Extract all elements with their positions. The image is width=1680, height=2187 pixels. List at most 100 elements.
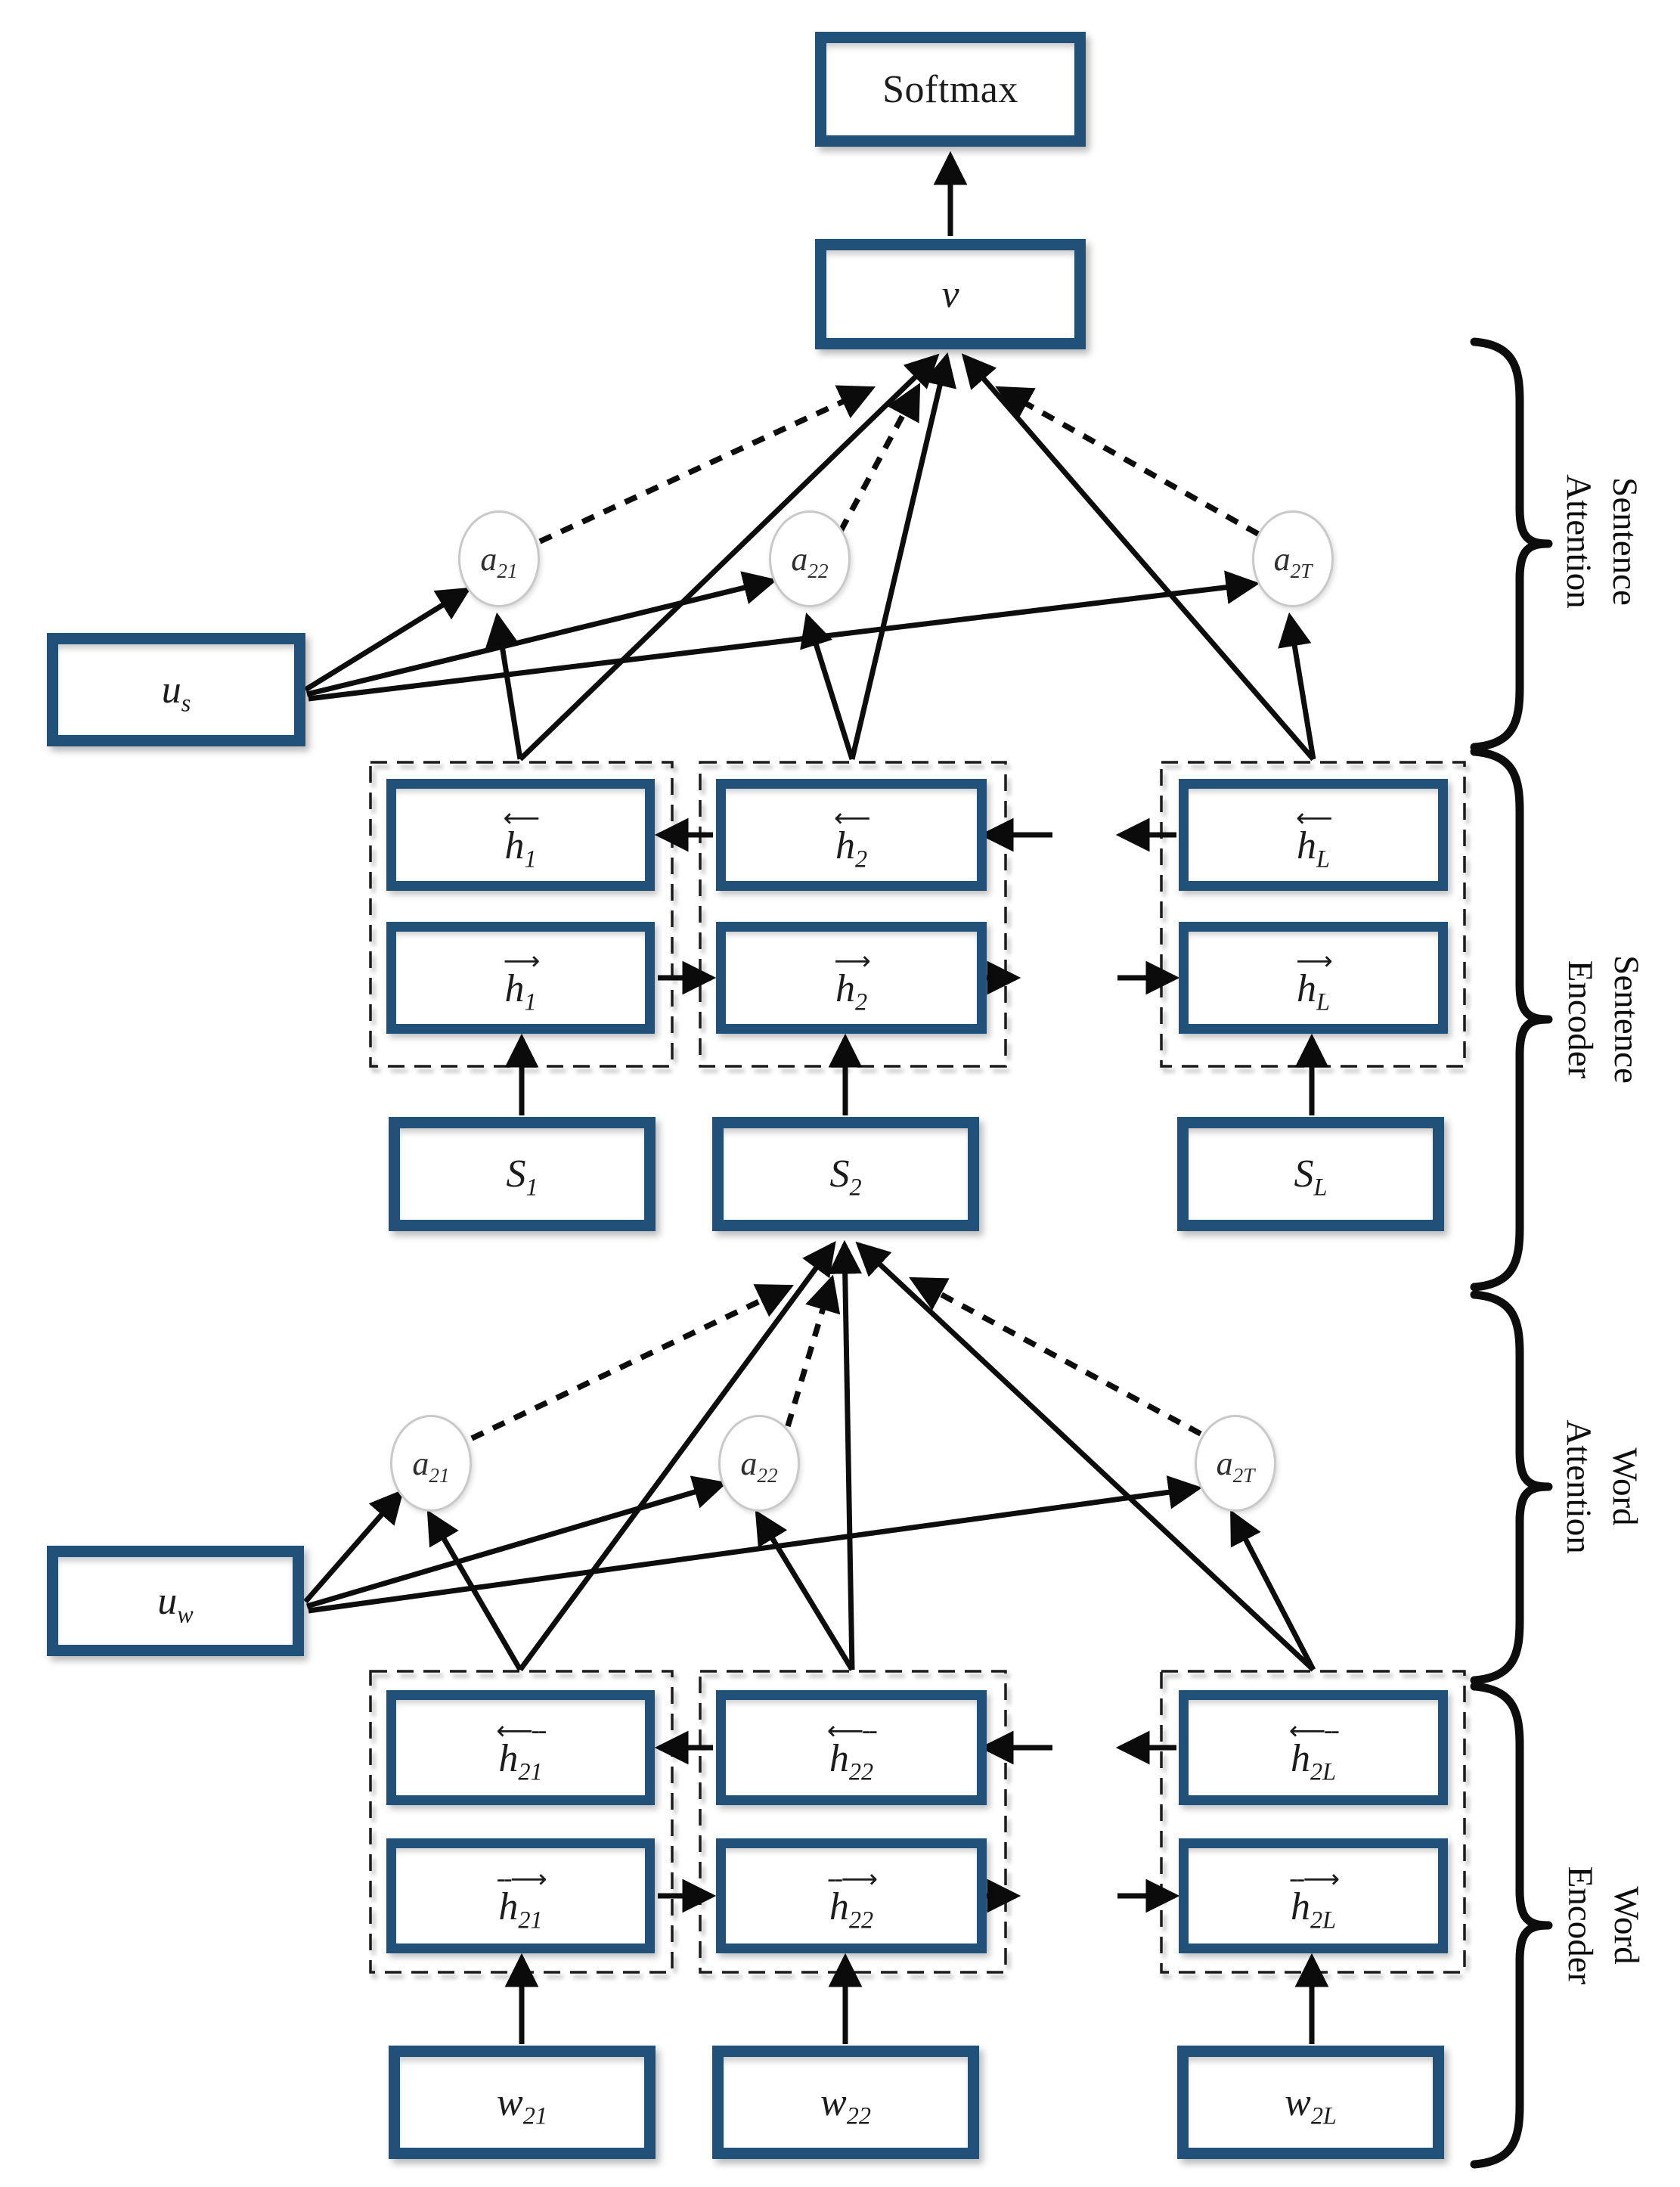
arrow-h1-v bbox=[518, 353, 940, 762]
word-context-vector-box: uw bbox=[47, 1546, 304, 1656]
w22-label: w22 bbox=[820, 2080, 871, 2129]
label-sentence-encoder: Sentence Encoder bbox=[1557, 955, 1649, 1084]
h21-forward-accent: --⟶ bbox=[496, 1864, 547, 1894]
arrow-h2L-a2T bbox=[1229, 1509, 1316, 1671]
label-sentence-attention-line1: Sentence bbox=[1605, 477, 1645, 606]
SL-label: SL bbox=[1294, 1152, 1328, 1201]
arrow-uw-a21 bbox=[303, 1489, 405, 1604]
label-sentence-attention: Sentence Attention bbox=[1555, 474, 1647, 609]
sentence-input-S2: S2 bbox=[712, 1117, 979, 1231]
h22-backward-box: ⟵--h22 bbox=[716, 1690, 987, 1805]
hL-backward-box: ⟵hL bbox=[1179, 779, 1448, 891]
w2L-label: w2L bbox=[1285, 2080, 1337, 2129]
word-a22-label: a22 bbox=[740, 1444, 778, 1487]
h21-forward-box: --⟶h21 bbox=[386, 1838, 655, 1953]
hL-forward-accent: ⟶ bbox=[1296, 946, 1333, 976]
arrow-hL-v bbox=[961, 353, 1316, 762]
hL-backward-accent: ⟵ bbox=[1296, 803, 1333, 833]
h22-backward-label: h22 bbox=[829, 1737, 874, 1785]
label-sentence-attention-line2: Attention bbox=[1559, 474, 1598, 609]
label-sentence-encoder-line1: Sentence bbox=[1607, 955, 1647, 1084]
label-word-encoder-line2: Encoder bbox=[1561, 1866, 1600, 1985]
h2-forward-label: h2 bbox=[835, 967, 868, 1016]
h22-forward-box: --⟶h22 bbox=[716, 1838, 987, 1953]
h1-backward-label: h1 bbox=[504, 824, 537, 873]
sentence-encoder-cell-L bbox=[1160, 761, 1466, 1068]
sentence-input-SL: SL bbox=[1177, 1117, 1444, 1231]
softmax-box: Softmax bbox=[815, 32, 1086, 147]
arrow-h2-a22 bbox=[800, 613, 855, 761]
a22-label: a22 bbox=[791, 540, 829, 582]
hL-forward-box: ⟶hL bbox=[1179, 922, 1448, 1034]
label-word-encoder-line1: Word bbox=[1607, 1886, 1647, 1965]
arrow-us-a22 bbox=[306, 571, 778, 697]
h1-forward-label: h1 bbox=[504, 967, 537, 1016]
label-word-attention-line1: Word bbox=[1605, 1447, 1645, 1526]
arrow-h22-a22 bbox=[755, 1509, 854, 1671]
arrow-h2L-S2 bbox=[855, 1241, 1316, 1672]
section-braces bbox=[1470, 337, 1553, 2169]
word-attention-circle-a22: a22 bbox=[718, 1415, 800, 1512]
brace-word-encoder bbox=[1470, 1682, 1553, 2169]
softmax-label: Softmax bbox=[882, 67, 1018, 111]
label-word-attention: Word Attention bbox=[1555, 1419, 1647, 1554]
sentence-attention-circle-a21: a21 bbox=[458, 510, 540, 607]
hL-backward-label: hL bbox=[1297, 824, 1330, 873]
label-sentence-encoder-line2: Encoder bbox=[1561, 960, 1600, 1079]
document-vector-box: v bbox=[815, 239, 1086, 349]
label-word-attention-line2: Attention bbox=[1559, 1419, 1598, 1554]
h21-backward-label: h21 bbox=[498, 1737, 543, 1785]
arrow-h21-a21 bbox=[426, 1509, 523, 1671]
h1-forward-accent: ⟶ bbox=[503, 946, 541, 976]
arrow-h1-a21 bbox=[485, 612, 523, 760]
arrow-us-a21 bbox=[304, 587, 472, 692]
document-vector-label: v bbox=[941, 272, 959, 316]
h22-forward-label: h22 bbox=[829, 1885, 874, 1934]
h21-forward-label: h21 bbox=[498, 1885, 543, 1934]
h22-forward-accent: --⟶ bbox=[826, 1864, 878, 1894]
a21-label: a21 bbox=[480, 540, 518, 582]
h2L-backward-box: ⟵--h2L bbox=[1179, 1690, 1448, 1805]
S1-label: S1 bbox=[506, 1152, 538, 1201]
h2-forward-box: ⟶h2 bbox=[716, 922, 987, 1034]
hL-forward-label: hL bbox=[1297, 967, 1330, 1016]
arrow-us-a2T bbox=[308, 570, 1260, 702]
h2-backward-label: h2 bbox=[835, 824, 868, 873]
h21-backward-accent: ⟵-- bbox=[496, 1716, 547, 1746]
brace-sentence-attention bbox=[1470, 337, 1553, 752]
h2L-backward-accent: ⟵-- bbox=[1288, 1716, 1340, 1746]
word-a21-label: a21 bbox=[412, 1444, 450, 1487]
h1-backward-accent: ⟵ bbox=[503, 803, 541, 833]
arrow-h22-S2 bbox=[828, 1239, 863, 1670]
uw-label: uw bbox=[157, 1579, 194, 1627]
arrow-a22-v bbox=[838, 383, 921, 532]
word-encoder-cell-2 bbox=[699, 1670, 1007, 1974]
h2L-forward-box: --⟶h2L bbox=[1179, 1838, 1448, 1953]
arrow-a2T-S2 bbox=[909, 1277, 1202, 1437]
attention-weight-arrows bbox=[470, 383, 1260, 1441]
word-input-w21: w21 bbox=[389, 2046, 656, 2159]
h2L-backward-label: h2L bbox=[1290, 1737, 1337, 1785]
w21-label: w21 bbox=[497, 2080, 547, 2129]
h1-forward-box: ⟶h1 bbox=[386, 922, 655, 1034]
us-label: us bbox=[161, 668, 191, 716]
h2-backward-accent: ⟵ bbox=[834, 803, 871, 833]
sentence-attention-circle-a2T: a2T bbox=[1252, 510, 1334, 607]
h2L-forward-label: h2L bbox=[1290, 1885, 1337, 1934]
h21-backward-box: ⟵--h21 bbox=[386, 1690, 655, 1805]
label-word-encoder: Word Encoder bbox=[1557, 1866, 1649, 1985]
h1-backward-box: ⟵h1 bbox=[386, 779, 655, 891]
arrow-a2T-v bbox=[995, 386, 1260, 537]
sentence-encoder-cell-2 bbox=[699, 761, 1007, 1068]
h22-backward-accent: ⟵-- bbox=[826, 1716, 878, 1746]
brace-word-attention bbox=[1470, 1290, 1553, 1685]
brace-sentence-encoder bbox=[1470, 747, 1553, 1292]
arrow-uw-a2T bbox=[308, 1475, 1203, 1614]
h2-backward-box: ⟵h2 bbox=[716, 779, 987, 891]
arrow-h2-v bbox=[849, 352, 956, 760]
h2-forward-accent: ⟶ bbox=[834, 946, 871, 976]
S2-label: S2 bbox=[829, 1152, 862, 1201]
arrow-hL-a2T bbox=[1278, 612, 1316, 760]
